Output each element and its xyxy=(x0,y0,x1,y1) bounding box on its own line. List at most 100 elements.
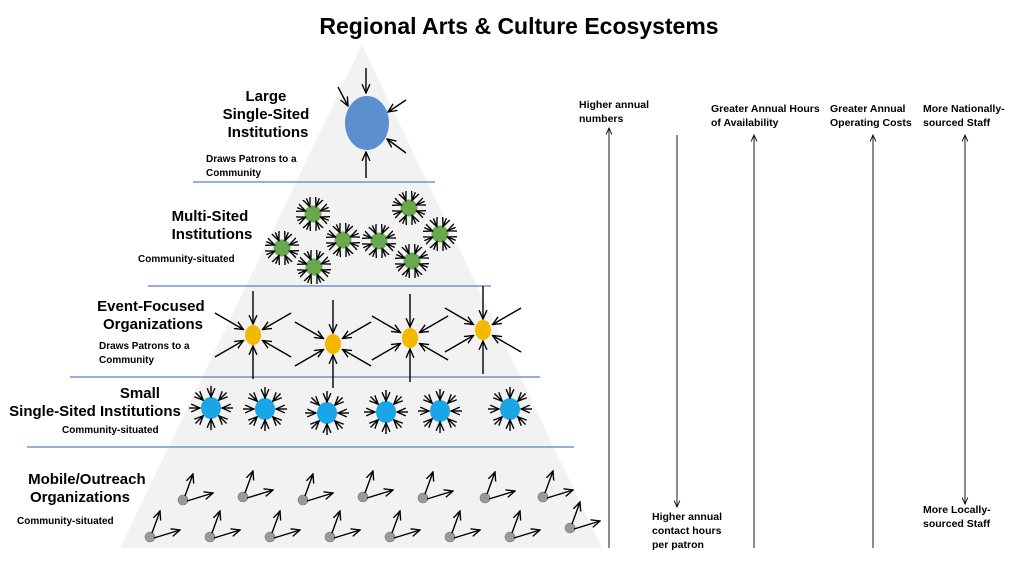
arrow xyxy=(317,274,321,282)
multi-sited-icon xyxy=(334,231,352,249)
arrow xyxy=(333,530,360,539)
axis-hours-top-label: Greater Annual Hours of Availability xyxy=(711,103,823,129)
arrow xyxy=(406,268,409,276)
arrow xyxy=(343,350,372,367)
mobile-outreach-node xyxy=(537,471,573,503)
tier-small-subtitle: Community-situated xyxy=(62,425,159,436)
arrow xyxy=(518,417,526,425)
tier-mobile-name: Mobile/Outreach Organizations xyxy=(28,471,150,506)
arrow xyxy=(346,247,350,255)
small-institution-icon xyxy=(430,400,450,422)
arrow xyxy=(306,493,333,502)
multi-sited-node xyxy=(393,192,425,224)
event-icon xyxy=(475,320,491,340)
arrow xyxy=(415,268,419,276)
event-icon xyxy=(402,328,418,348)
axis-costs-top-label: Greater Annual Operating Costs xyxy=(830,103,912,129)
arrow xyxy=(307,251,311,259)
multi-sited-node xyxy=(363,225,395,257)
arrow xyxy=(153,530,180,539)
mobile-outreach-icon xyxy=(297,494,309,506)
mobile-outreach-node xyxy=(444,511,480,543)
tier-large-name: Large Single-Sited Institutions xyxy=(223,88,314,141)
arrow xyxy=(364,471,373,494)
multi-sited-icon xyxy=(370,232,388,250)
arrow xyxy=(151,511,160,534)
arrow xyxy=(571,502,580,525)
arrow xyxy=(424,237,432,241)
arrow xyxy=(420,344,449,361)
arrow xyxy=(186,493,213,502)
tier-labels: Large Single-Sited Institutions Draws Pa… xyxy=(9,88,314,527)
mobile-outreach-icon xyxy=(417,492,429,504)
arrow xyxy=(371,315,401,333)
tier-large-subtitle: Draws Patrons to a Community xyxy=(206,154,299,179)
pyramid-background xyxy=(120,45,602,548)
arrow xyxy=(444,336,474,353)
arrow xyxy=(298,270,306,274)
arrow xyxy=(214,341,244,358)
arrow xyxy=(263,341,292,358)
arrow xyxy=(249,393,257,401)
small-institution-icon xyxy=(376,401,396,423)
mobile-outreach-icon xyxy=(324,531,336,543)
arrow xyxy=(276,255,279,263)
mobile-outreach-icon xyxy=(237,491,249,503)
arrow xyxy=(415,245,418,253)
arrow xyxy=(513,530,540,539)
axis-annual-numbers-bottom-label: Higher annual contact hours per patron xyxy=(652,511,725,551)
arrow xyxy=(307,221,310,229)
arrow xyxy=(297,208,305,211)
arrow xyxy=(412,215,416,223)
arrow xyxy=(448,395,456,403)
arrow xyxy=(393,530,420,539)
mobile-outreach-node xyxy=(144,511,180,543)
arrow xyxy=(405,245,409,253)
large-institution-icon xyxy=(345,96,389,150)
arrow xyxy=(195,392,203,400)
multi-sited-icon xyxy=(304,205,322,223)
arrow xyxy=(394,420,402,428)
arrow xyxy=(327,234,335,237)
arrow xyxy=(373,248,376,256)
small-institution-node xyxy=(189,386,233,430)
tier-multi-subtitle: Community-situated xyxy=(138,254,235,265)
arrow xyxy=(444,307,474,325)
arrow xyxy=(486,472,495,495)
arrow xyxy=(573,521,600,530)
multi-sited-icon xyxy=(305,258,323,276)
tier-event-name: Event-Focused Organizations xyxy=(97,298,209,333)
arrow xyxy=(366,490,393,499)
mobile-outreach-icon xyxy=(384,531,396,543)
small-institution-icon xyxy=(255,398,275,420)
arrow xyxy=(382,248,386,256)
tier-multi-name: Multi-Sited Institutions xyxy=(172,208,253,243)
arrow xyxy=(424,228,432,231)
arrow xyxy=(214,312,244,330)
multi-sited-icon xyxy=(273,239,291,257)
tier-icons xyxy=(144,68,600,543)
arrow xyxy=(494,393,502,401)
tier-mobile-subtitle: Community-situated xyxy=(17,516,114,527)
arrow xyxy=(337,86,348,106)
arrow xyxy=(382,225,385,233)
multi-sited-node xyxy=(298,251,330,283)
small-institution-icon xyxy=(317,402,337,424)
mobile-outreach-icon xyxy=(564,522,576,534)
arrow xyxy=(394,396,402,404)
mobile-outreach-node xyxy=(204,511,240,543)
mobile-outreach-node xyxy=(417,472,453,504)
arrow xyxy=(306,198,310,206)
arrow xyxy=(289,241,297,245)
event-icon xyxy=(245,325,261,345)
arrow xyxy=(371,344,401,361)
arrow xyxy=(453,530,480,539)
arrow xyxy=(424,395,432,403)
mobile-outreach-node xyxy=(237,471,273,503)
arrow xyxy=(420,315,449,333)
diagram-title: Regional Arts & Culture Ecosystems xyxy=(319,13,718,39)
arrow xyxy=(386,244,394,247)
mobile-outreach-node xyxy=(384,511,420,543)
arrow xyxy=(298,261,306,264)
axis-staff-bottom-label: More Locally- sourced Staff xyxy=(923,504,994,530)
